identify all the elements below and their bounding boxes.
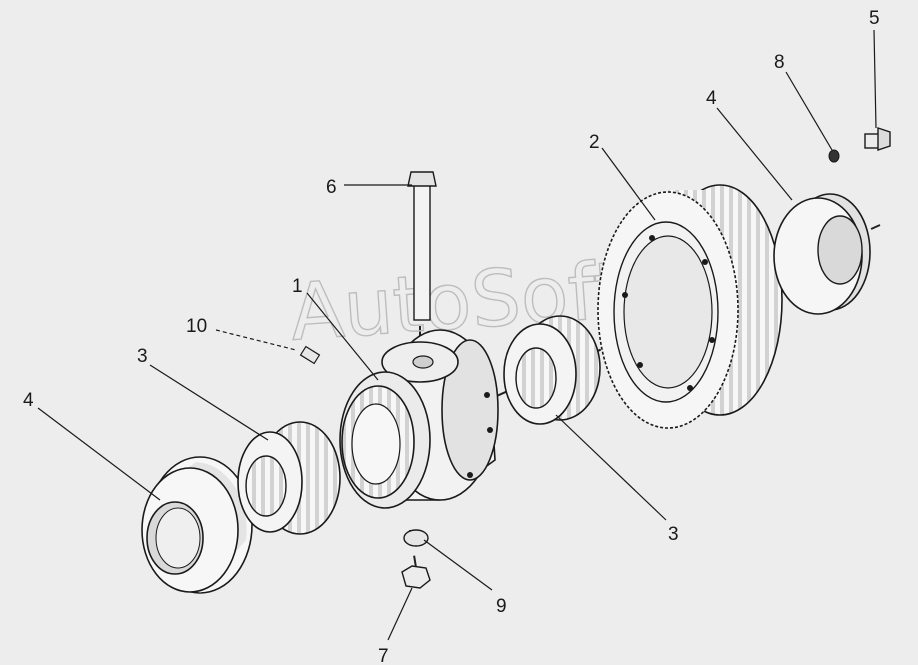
part-bolt	[864, 127, 891, 151]
part-bearing-cup-right	[773, 193, 871, 315]
part-pin	[407, 171, 437, 321]
part-bearing-cup-left	[141, 456, 253, 594]
callout-4-left: 4	[23, 390, 34, 411]
part-nut	[401, 565, 431, 589]
callout-2: 2	[589, 132, 600, 153]
callout-labels: 1 2 3 3 4 4 5 6 7 8 9 10	[23, 8, 880, 665]
callout-8: 8	[774, 52, 785, 73]
part-washer	[828, 149, 840, 163]
callout-7: 7	[378, 646, 389, 665]
part-differential-housing	[339, 329, 499, 509]
callout-1: 1	[292, 276, 303, 297]
leader-lines	[37, 29, 877, 641]
callout-4-right: 4	[706, 88, 717, 109]
part-lock-washer	[403, 529, 429, 547]
callout-6: 6	[326, 177, 337, 198]
part-splined-gear-right	[503, 315, 601, 425]
part-fitting	[299, 345, 321, 365]
callout-9: 9	[496, 596, 507, 617]
callout-3-left: 3	[137, 346, 148, 367]
callout-5: 5	[869, 8, 880, 29]
callout-3-right: 3	[668, 524, 679, 545]
callout-10: 10	[186, 316, 207, 337]
part-splined-gear-left	[237, 421, 341, 535]
part-ring-gear	[597, 184, 783, 429]
